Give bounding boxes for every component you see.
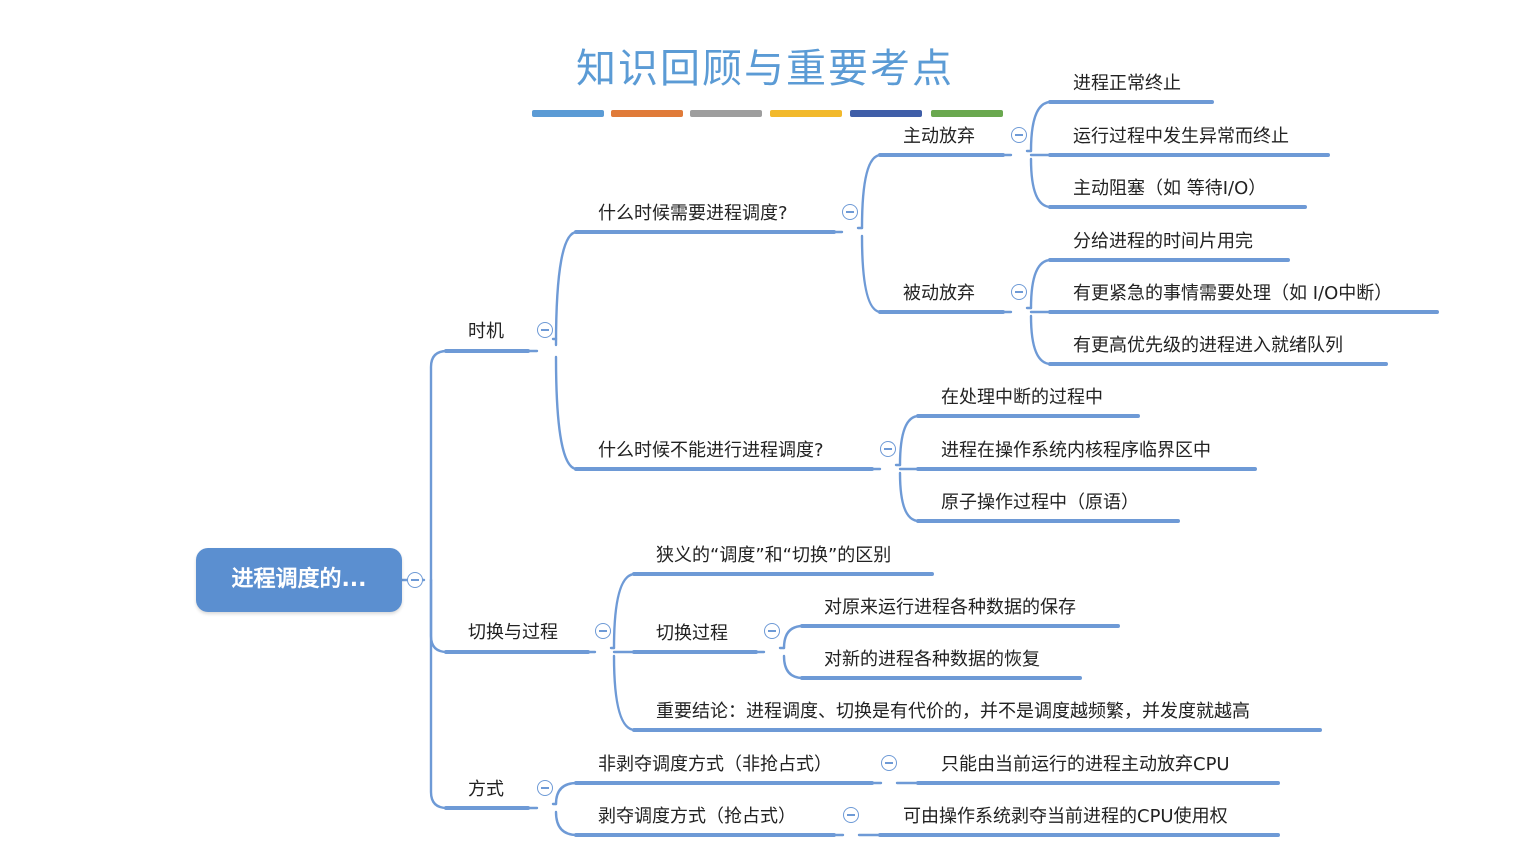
leaf-switch-restore[interactable]: 对新的进程各种数据的恢复 — [824, 649, 1040, 670]
collapse-icon-preemptive[interactable] — [843, 807, 859, 823]
title-color-bar-orange — [611, 110, 683, 117]
node-narrow-difference[interactable]: 狭义的“调度”和“切换”的区别 — [656, 545, 892, 566]
node-underlines — [444, 100, 1439, 837]
leaf-preemptive-desc[interactable]: 可由操作系统剥夺当前进程的CPU使用权 — [903, 806, 1228, 827]
page-title: 知识回顾与重要考点 — [576, 46, 954, 92]
branch-curves — [400, 100, 1053, 837]
collapse-icon-switch[interactable] — [595, 623, 611, 639]
collapse-icon-mode[interactable] — [537, 780, 553, 796]
collapse-icon-passive-abandon[interactable] — [1011, 284, 1027, 300]
leaf-non-preemptive-desc[interactable]: 只能由当前运行的进程主动放弃CPU — [941, 754, 1230, 775]
collapse-icon-active-abandon[interactable] — [1011, 127, 1027, 143]
title-color-bar-gray — [690, 110, 762, 117]
leaf-when-not-1[interactable]: 在处理中断的过程中 — [941, 387, 1103, 408]
title-color-bar-navy — [850, 110, 922, 117]
collapse-icon-when-needed[interactable] — [842, 204, 858, 220]
leaf-when-not-2[interactable]: 进程在操作系统内核程序临界区中 — [941, 440, 1211, 461]
node-active-abandon[interactable]: 主动放弃 — [903, 126, 975, 147]
node-mode[interactable]: 方式 — [468, 779, 504, 800]
leaf-when-not-3[interactable]: 原子操作过程中（原语） — [941, 492, 1139, 513]
leaf-active-2[interactable]: 运行过程中发生异常而终止 — [1073, 126, 1289, 147]
title-color-bar-blue — [532, 110, 604, 117]
node-switch-process[interactable]: 切换过程 — [656, 623, 728, 644]
collapse-icon-switch-process[interactable] — [764, 623, 780, 639]
leaf-active-3[interactable]: 主动阻塞（如 等待I/O） — [1073, 178, 1267, 199]
node-passive-abandon[interactable]: 被动放弃 — [903, 283, 975, 304]
collapse-icon-root[interactable] — [407, 572, 423, 588]
leaf-passive-2[interactable]: 有更紧急的事情需要处理（如 I/O中断） — [1073, 283, 1393, 304]
node-preemptive[interactable]: 剥夺调度方式（抢占式） — [598, 806, 796, 827]
node-non-preemptive[interactable]: 非剥夺调度方式（非抢占式） — [598, 754, 832, 775]
collapse-icon-when-not[interactable] — [880, 441, 896, 457]
leaf-passive-3[interactable]: 有更高优先级的进程进入就绪队列 — [1073, 335, 1343, 356]
title-color-bar-yellow — [770, 110, 842, 117]
leaf-passive-1[interactable]: 分给进程的时间片用完 — [1073, 231, 1253, 252]
node-important-conclusion[interactable]: 重要结论：进程调度、切换是有代价的，并不是调度越频繁，并发度就越高 — [656, 701, 1250, 722]
collapse-icon-timing[interactable] — [537, 322, 553, 338]
node-when-not[interactable]: 什么时候不能进行进程调度? — [598, 440, 824, 461]
node-switch[interactable]: 切换与过程 — [468, 622, 558, 643]
leaf-switch-save[interactable]: 对原来运行进程各种数据的保存 — [824, 597, 1076, 618]
title-color-bar-green — [931, 110, 1003, 117]
node-timing[interactable]: 时机 — [468, 321, 504, 342]
leaf-active-1[interactable]: 进程正常终止 — [1073, 73, 1181, 94]
root-node[interactable]: 进程调度的... — [196, 548, 402, 612]
collapse-icon-non-preemptive[interactable] — [881, 755, 897, 771]
node-when-needed[interactable]: 什么时候需要进程调度? — [598, 203, 788, 224]
